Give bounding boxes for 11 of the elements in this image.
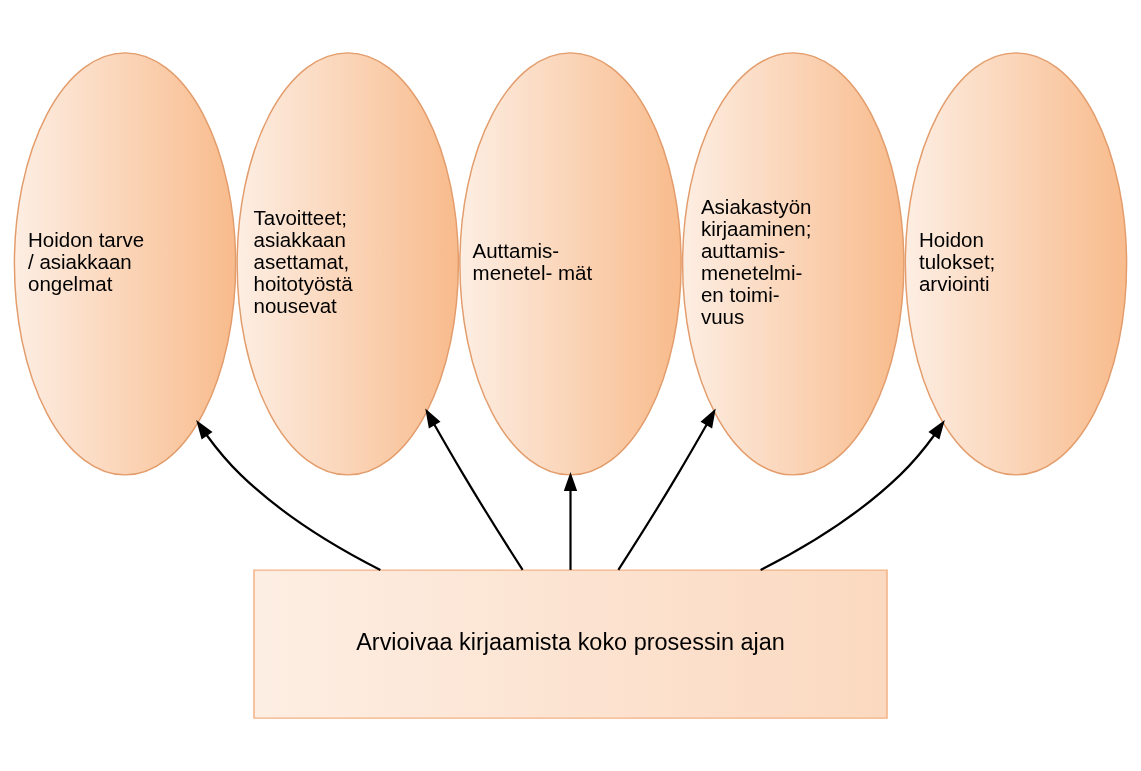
arrow [760, 420, 945, 571]
arrow [563, 471, 578, 570]
node-ellipse: Asiakastyön kirjaaminen; auttamis- menetelmi- en toimi- vuus [681, 52, 905, 476]
node-ellipse: Tavoitteet; asiakkaan asettamat, hoitotyöstä nousevat [236, 52, 460, 476]
node-ellipse: Hoidon tulokset; arviointi [904, 52, 1128, 476]
arrow [425, 408, 524, 571]
node-ellipse: Hoidon tarve / asiakkaan ongelmat [13, 52, 237, 476]
node-box: Arvioivaa kirjaamista koko prosessin ajan [253, 569, 888, 719]
arrow [196, 420, 381, 571]
node-ellipse: Auttamis- menetel- mät [459, 52, 682, 476]
arrow [617, 408, 716, 571]
